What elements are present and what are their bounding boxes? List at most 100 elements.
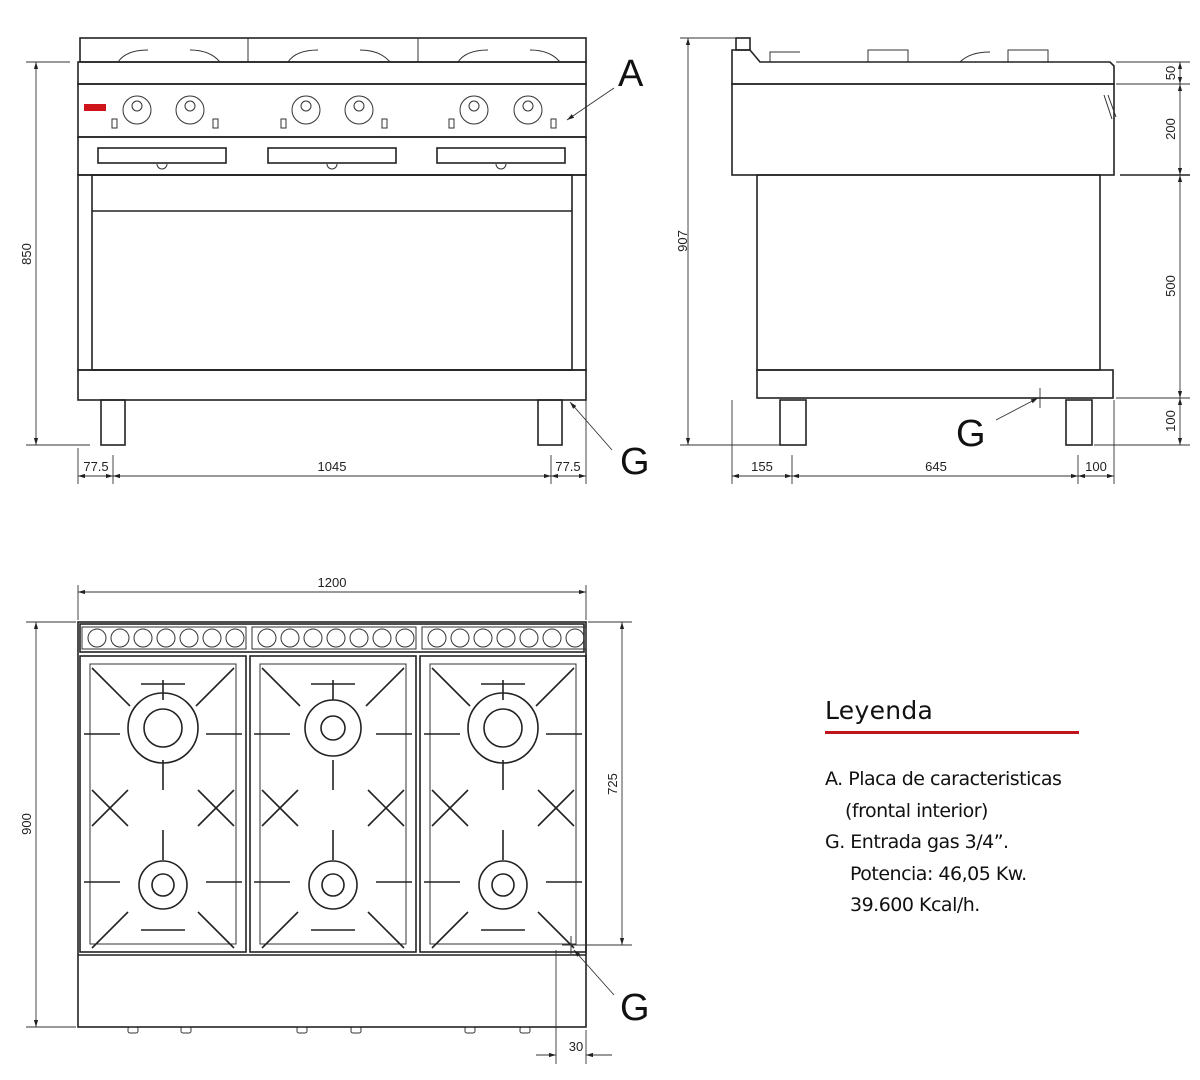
brand-logo [84, 104, 106, 111]
flue-vent [473, 628, 493, 648]
leg [537, 399, 563, 446]
grate-bar [197, 789, 235, 827]
grate-bar [431, 911, 469, 949]
flue-vent [565, 628, 585, 648]
pilot-indicator [111, 118, 118, 129]
flue-vent [202, 628, 222, 648]
grate-bar [91, 911, 129, 949]
callout-g-top: G [620, 987, 650, 1029]
dim-depth-span: 645 [925, 459, 947, 474]
grate-bar [431, 789, 469, 827]
knob-center [522, 100, 534, 112]
burner-cap [151, 873, 175, 897]
flue-vent [519, 628, 539, 648]
flue-vent [110, 628, 130, 648]
drawer-handle [436, 147, 566, 164]
legend-item-a-detail: (frontal interior) [845, 799, 988, 822]
grate-bar [261, 911, 299, 949]
flue-vent [280, 628, 300, 648]
side-panel [731, 83, 1115, 176]
burner-large [467, 692, 539, 764]
grate-bar [537, 789, 575, 827]
side-worktop [731, 49, 1115, 85]
burner-small [138, 860, 188, 910]
flue-section [81, 626, 247, 650]
dim-top: 50 [1163, 66, 1178, 80]
front-grates [79, 37, 587, 63]
dim-rear: 155 [751, 459, 773, 474]
flue-vent [87, 628, 107, 648]
knob-center [131, 100, 143, 112]
legend-title: Leyenda [825, 696, 1079, 734]
control-knobs [111, 95, 557, 129]
dim-gas-depth: 725 [605, 773, 620, 795]
side-cabinet [756, 174, 1101, 371]
top-view: 1200 900 725 30 G [19, 575, 650, 1064]
grate-bar [91, 789, 129, 827]
pan-support [249, 655, 417, 953]
leg [779, 399, 807, 446]
flue-vent [257, 628, 277, 648]
grate-bar [367, 911, 405, 949]
grate-bar [367, 789, 405, 827]
knob-profile [296, 1026, 308, 1034]
grate-bar [197, 911, 235, 949]
legend-item-a: A. Placa de caracteristicas [825, 768, 1062, 790]
flue-vent [156, 628, 176, 648]
grate-bar [195, 667, 235, 707]
front-view: 850 77.5 1045 77.5 A G [19, 37, 650, 484]
legend: Leyenda A. Placa de caracteristicas (fro… [825, 696, 1085, 922]
flue-vent [372, 628, 392, 648]
dim-top-width: 1200 [318, 575, 347, 590]
burner-large [304, 699, 362, 757]
knob [122, 95, 152, 125]
drawer-handle [97, 147, 227, 164]
flue-vent [496, 628, 516, 648]
callout-g-front: G [620, 441, 650, 483]
open-cabinet [77, 174, 587, 371]
pan-support [79, 655, 247, 953]
flue-vent [303, 628, 323, 648]
pilot-indicator [550, 118, 557, 129]
flue-section [251, 626, 417, 650]
pilot-indicator [381, 118, 388, 129]
burner-cap [491, 873, 515, 897]
pilot-indicator [448, 118, 455, 129]
knob [291, 95, 321, 125]
dim-right-offset: 77.5 [555, 459, 580, 474]
knob [459, 95, 489, 125]
side-base [756, 369, 1114, 399]
grate-bar [261, 667, 301, 707]
dim-front: 100 [1085, 459, 1107, 474]
top-outline [77, 621, 587, 1028]
burner-cap [321, 873, 345, 897]
knob-profile [127, 1026, 139, 1034]
pan-support-inner [89, 663, 237, 945]
callout-g-side: G [956, 413, 986, 455]
grate-bar [261, 789, 299, 827]
grate-bar [537, 911, 575, 949]
pan-support [419, 655, 587, 953]
flue-vent [395, 628, 415, 648]
knob-profile [464, 1026, 476, 1034]
grate-bar [91, 667, 131, 707]
knob [344, 95, 374, 125]
callout-a: A [618, 53, 644, 95]
burner-large [127, 692, 199, 764]
grate-bar [365, 667, 405, 707]
dim-left-offset: 77.5 [83, 459, 108, 474]
flue-vent [542, 628, 562, 648]
rear-flue [79, 623, 585, 653]
knob [513, 95, 543, 125]
side-view: 907 50 200 500 100 155 645 100 G [675, 37, 1190, 484]
control-panel [77, 83, 587, 138]
burner-small [308, 860, 358, 910]
knob-center [468, 100, 480, 112]
knob-center [184, 100, 196, 112]
flue-vent [349, 628, 369, 648]
dim-side-height: 907 [675, 230, 690, 252]
pan-support-inner [259, 663, 407, 945]
burner-cap [143, 708, 183, 748]
flue-vent [450, 628, 470, 648]
